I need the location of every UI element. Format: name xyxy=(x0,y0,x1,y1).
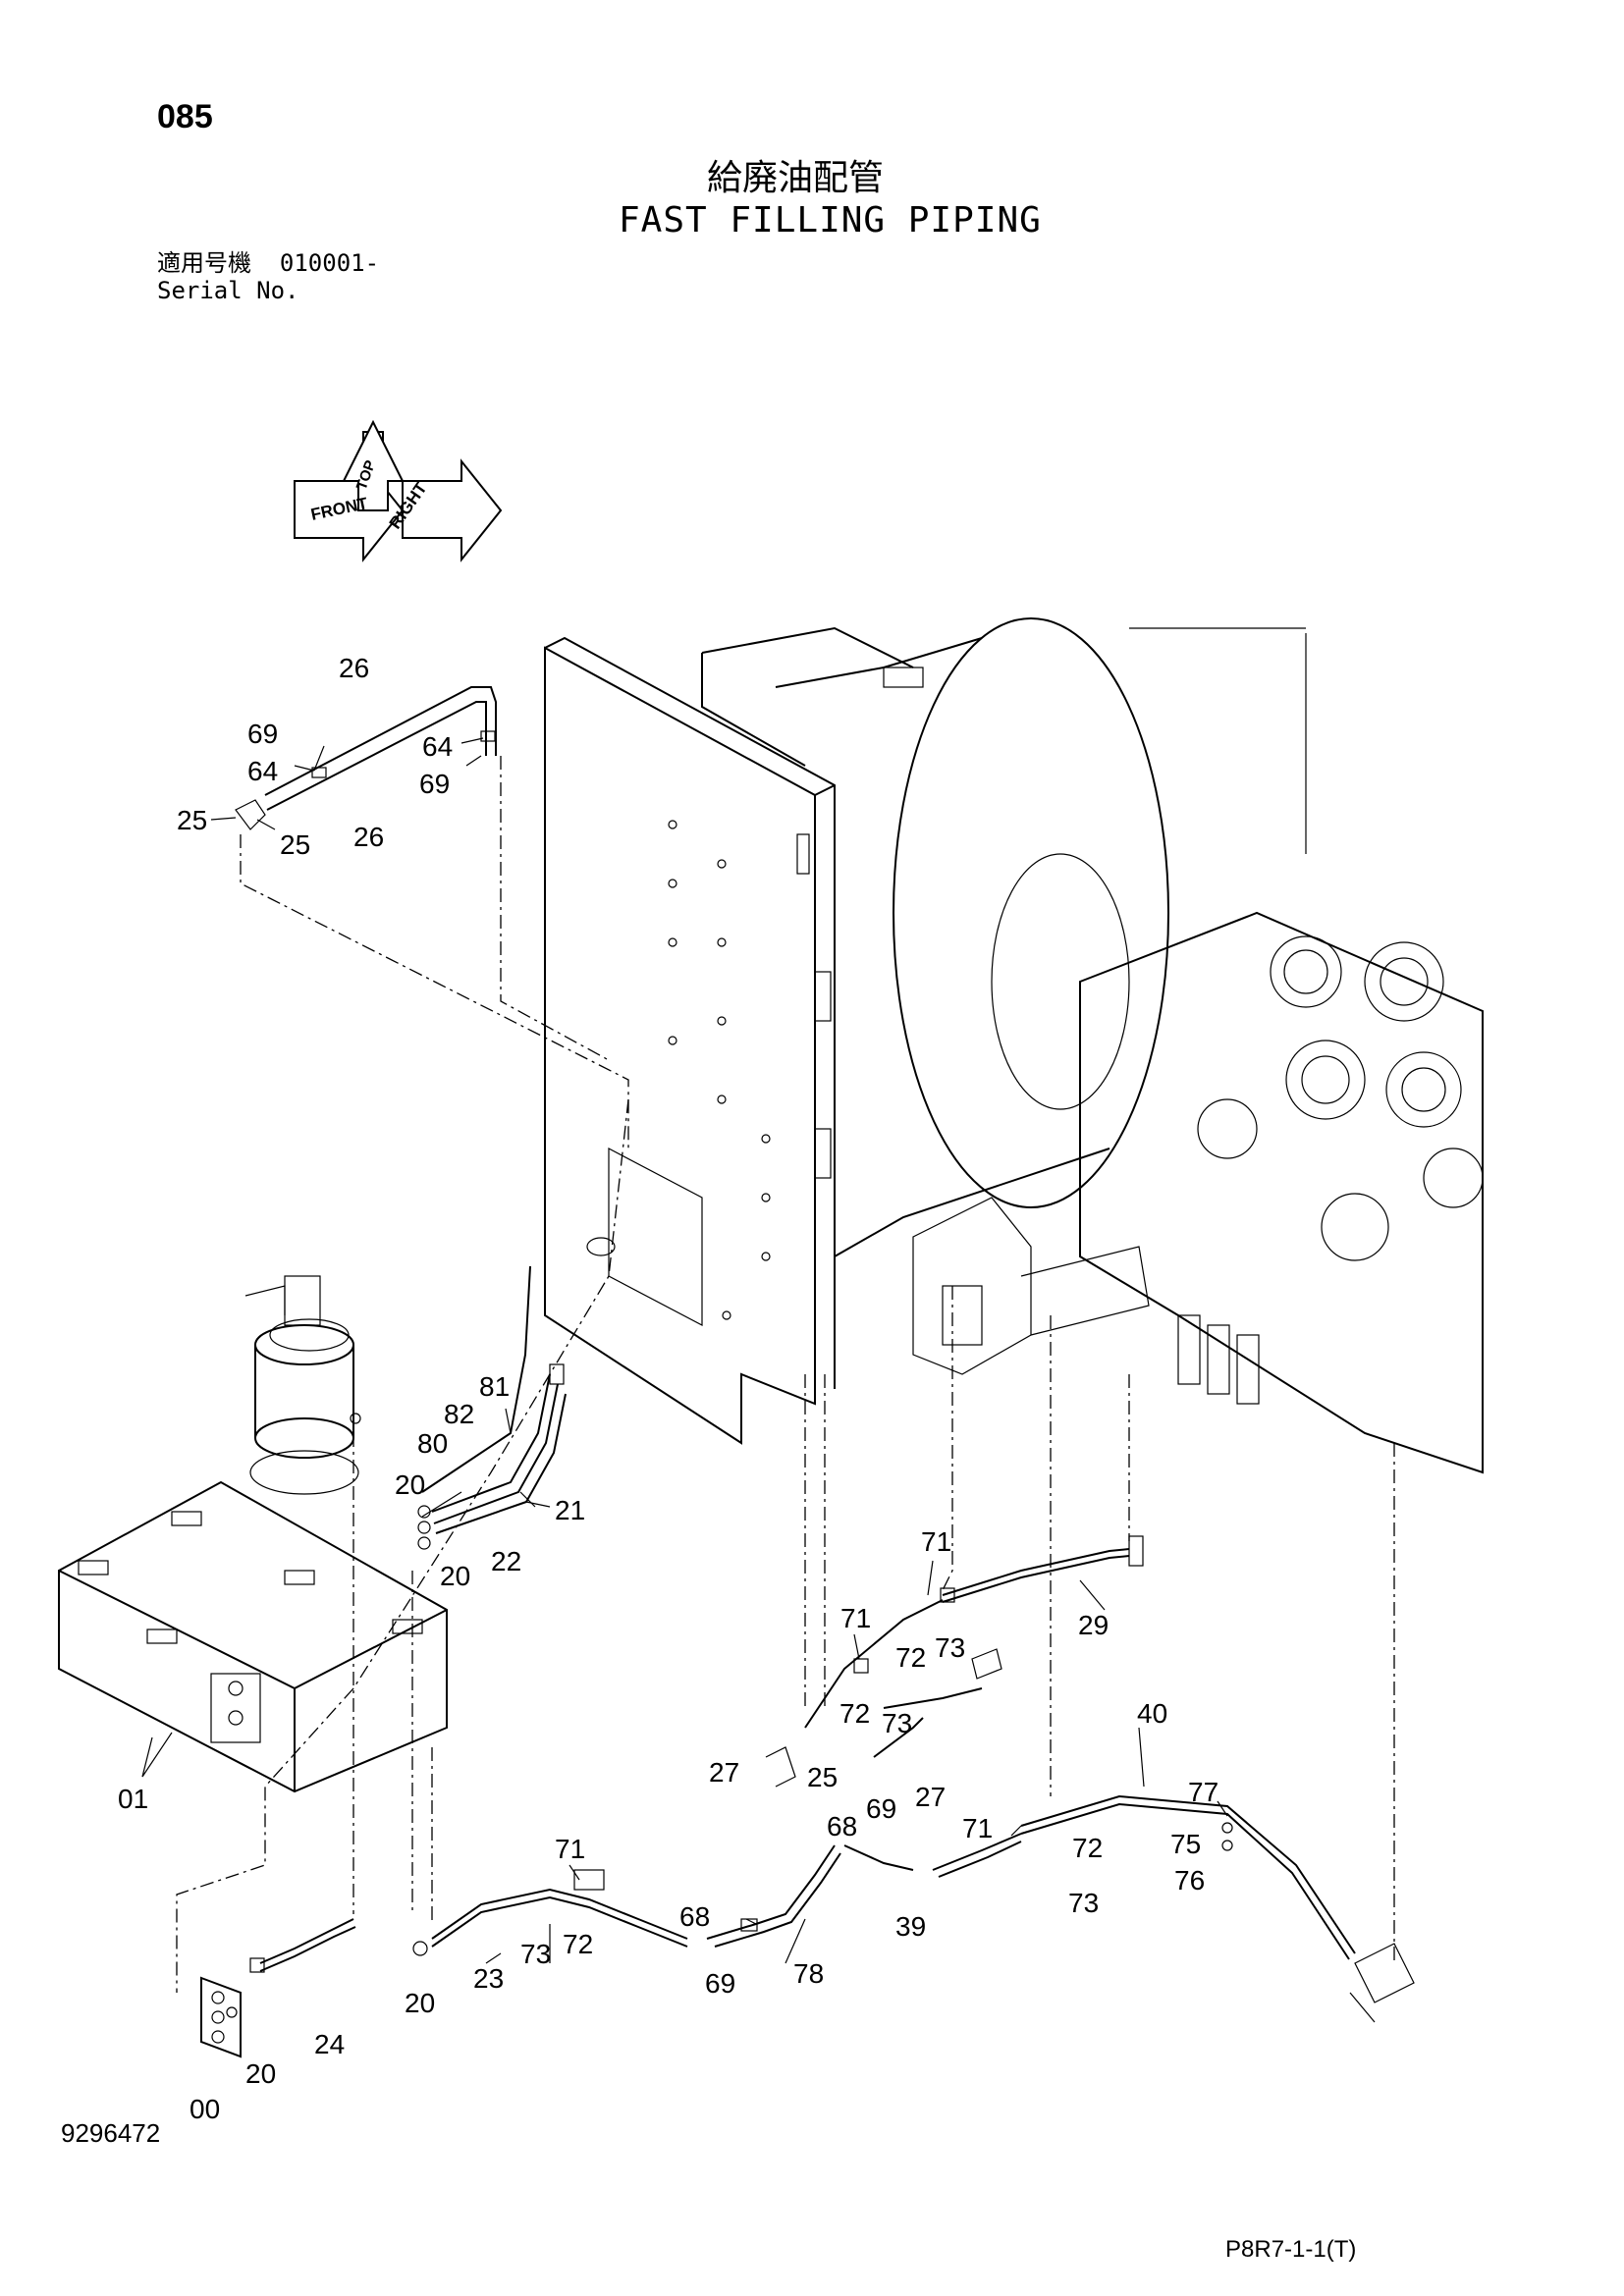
callout-82: 82 xyxy=(444,1399,474,1429)
page-title-japanese: 給廃油配管 xyxy=(707,158,885,198)
document-number: 9296472 xyxy=(61,2118,161,2148)
engine-block xyxy=(912,911,1484,1474)
callout-72: 72 xyxy=(563,1929,593,1959)
page-title: FAST FILLING PIPING xyxy=(619,200,1042,240)
hoses-21-22 xyxy=(417,1265,567,1550)
callout-80: 80 xyxy=(417,1428,448,1459)
filler-canister xyxy=(244,1275,361,1495)
callout-23: 23 xyxy=(473,1963,504,1994)
callout-68: 68 xyxy=(679,1901,710,1932)
fuel-tank xyxy=(58,1480,448,1793)
orientation-cube: FRONT RIGHT TOP xyxy=(294,419,503,562)
callout-00: 00 xyxy=(189,2094,220,2124)
hose-24-panel-00 xyxy=(200,1918,428,2058)
callout-22: 22 xyxy=(491,1546,521,1576)
serial-value: 010001- xyxy=(279,249,380,277)
page-number: 085 xyxy=(157,98,213,135)
callout-25: 25 xyxy=(177,805,207,835)
callout-39: 39 xyxy=(895,1911,926,1942)
callout-72: 72 xyxy=(1072,1833,1103,1863)
callout-76: 76 xyxy=(1174,1865,1205,1896)
serial-number-block: 適用号機 010001- Serial No. xyxy=(157,249,379,304)
callout-21: 21 xyxy=(555,1495,585,1525)
callout-20: 20 xyxy=(405,1988,435,2018)
callout-01: 01 xyxy=(118,1784,148,1814)
callout-20: 20 xyxy=(440,1561,470,1591)
callout-77: 77 xyxy=(1188,1777,1218,1807)
callout-72: 72 xyxy=(839,1698,870,1729)
callout-71: 71 xyxy=(555,1834,585,1864)
callout-71: 71 xyxy=(962,1813,993,1843)
callout-81: 81 xyxy=(479,1371,510,1402)
callout-75: 75 xyxy=(1170,1829,1201,1859)
callout-26: 26 xyxy=(353,822,384,852)
callout-64: 64 xyxy=(247,756,278,786)
callout-68: 68 xyxy=(827,1811,857,1842)
callout-29: 29 xyxy=(1078,1610,1109,1640)
callout-20: 20 xyxy=(245,2058,276,2089)
callout-78: 78 xyxy=(793,1958,824,1989)
hose-23-78 xyxy=(431,1833,1022,1948)
callout-40: 40 xyxy=(1137,1698,1167,1729)
pipe-assembly-26 xyxy=(235,686,497,830)
callout-64: 64 xyxy=(422,731,453,762)
reference-lines xyxy=(176,756,1395,1993)
callout-69: 69 xyxy=(419,769,450,799)
page-code: P8R7-1-1(T) xyxy=(1225,2236,1357,2263)
serial-label-en: Serial No. xyxy=(157,277,299,304)
callout-24: 24 xyxy=(314,2029,345,2059)
callout-69: 69 xyxy=(705,1968,735,1999)
callout-25: 25 xyxy=(807,1762,838,1792)
callout-72: 72 xyxy=(895,1642,926,1673)
callout-20: 20 xyxy=(395,1469,425,1500)
callout-25: 25 xyxy=(280,829,310,860)
leader-lines xyxy=(141,737,1228,1964)
callout-labels: 26 69 64 25 25 26 64 69 81 82 80 20 21 2… xyxy=(118,653,1218,2124)
serial-label-jp: 適用号機 xyxy=(157,249,251,277)
callout-73: 73 xyxy=(882,1708,912,1738)
callout-71: 71 xyxy=(921,1526,951,1557)
callout-73: 73 xyxy=(520,1939,551,1969)
engine-housing xyxy=(701,617,1307,1258)
callout-73: 73 xyxy=(1068,1888,1099,1918)
callout-73: 73 xyxy=(935,1632,965,1663)
callout-71: 71 xyxy=(840,1603,871,1633)
callout-69: 69 xyxy=(866,1793,896,1824)
callout-27: 27 xyxy=(709,1757,739,1788)
hose-40 xyxy=(1020,1794,1415,2023)
serial-row-jp: 適用号機 010001- xyxy=(157,249,379,277)
callout-26: 26 xyxy=(339,653,369,683)
callout-69: 69 xyxy=(247,719,278,749)
callout-27: 27 xyxy=(915,1782,946,1812)
